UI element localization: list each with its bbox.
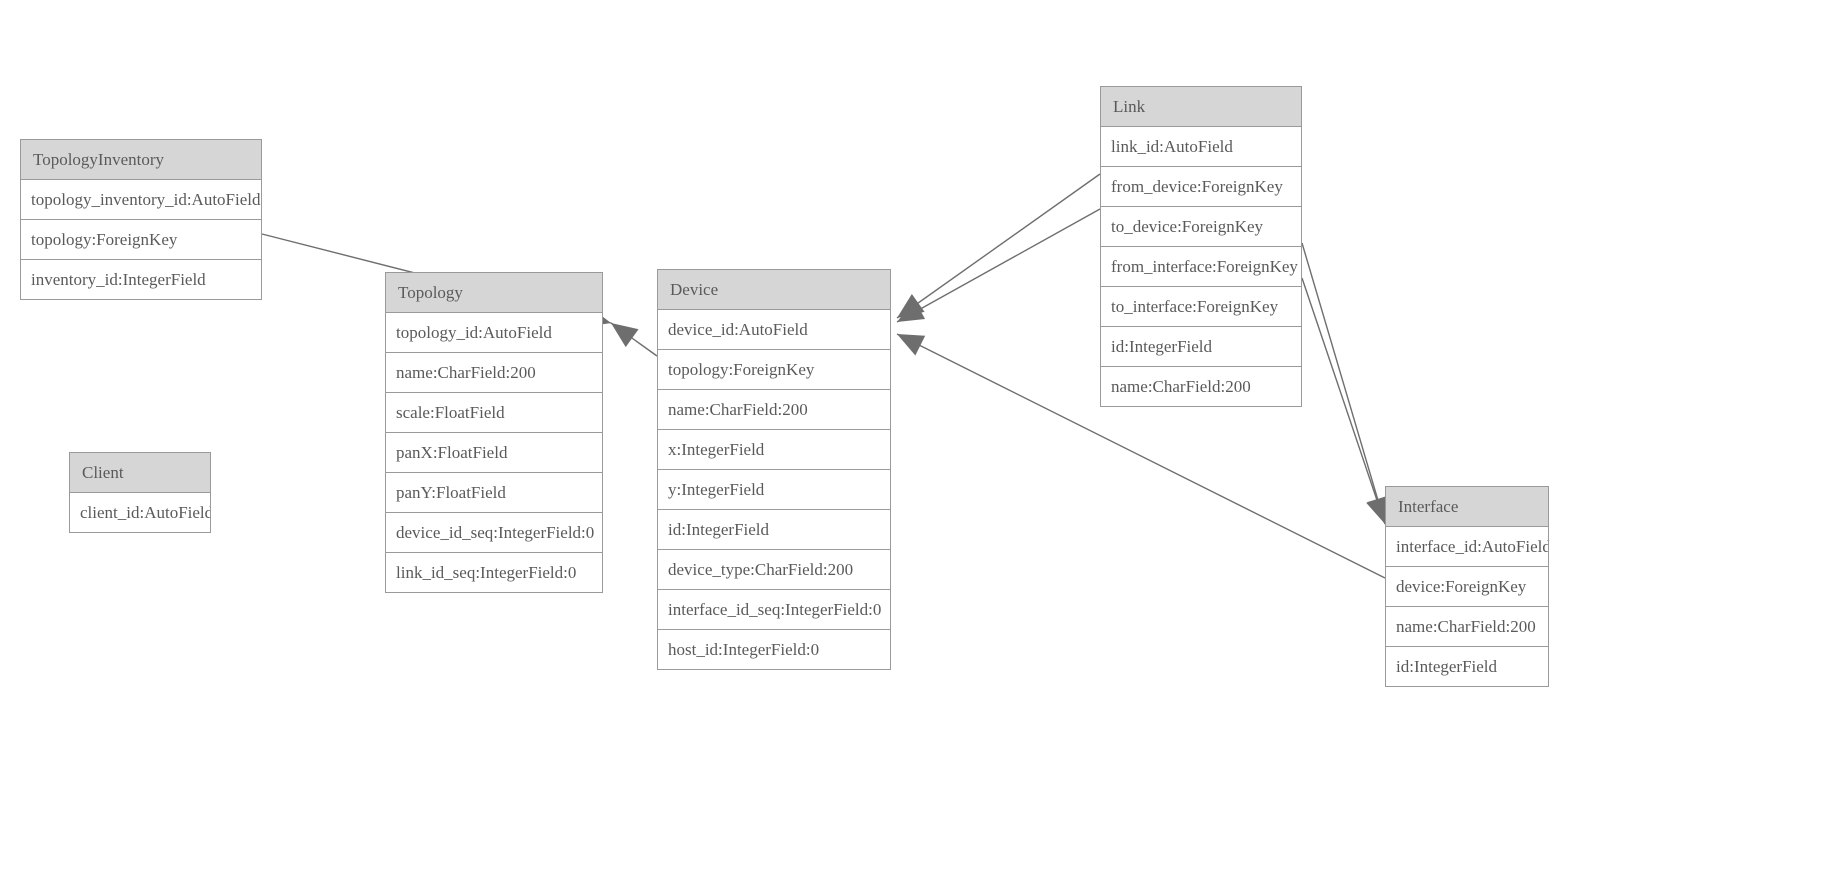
entity-field: interface_id_seq:IntegerField:0 [658,590,890,630]
relationship-arrowhead-link-to_device-to-device [897,299,926,322]
entity-field: id:IntegerField [1386,647,1548,687]
entity-field: device:ForeignKey [1386,567,1548,607]
entity-title-topology: Topology [386,273,602,313]
entity-field: scale:FloatField [386,393,602,433]
entity-field: panY:FloatField [386,473,602,513]
entity-field: host_id:IntegerField:0 [658,630,890,670]
entity-field: name:CharField:200 [658,390,890,430]
relationship-arrowhead-interface-device-to-device [897,334,926,356]
relationship-line-link-from_interface-to-interface [1301,242,1386,525]
entity-field: name:CharField:200 [386,353,602,393]
relationship-arrowhead-link-from_device-to-device [897,293,925,318]
relationship-line-device-to-topology [610,322,658,357]
entity-field: topology_id:AutoField [386,313,602,353]
entity-field: panX:FloatField [386,433,602,473]
entity-field: from_device:ForeignKey [1101,167,1301,207]
relationship-line-link-from_device-to-device [896,173,1101,319]
entity-field: client_id:AutoField [70,493,210,533]
entity-field: device_id:AutoField [658,310,890,350]
entity-title-interface: Interface [1386,487,1548,527]
relationship-arrowhead-link-to_interface-to-interface [1366,495,1388,524]
entity-field: from_interface:ForeignKey [1101,247,1301,287]
entity-title-device: Device [658,270,890,310]
entity-field: link_id:AutoField [1101,127,1301,167]
entity-field: device_id_seq:IntegerField:0 [386,513,602,553]
entity-field: topology_inventory_id:AutoField [21,180,261,220]
entity-field: y:IntegerField [658,470,890,510]
entity-field: device_type:CharField:200 [658,550,890,590]
entity-title-topology_inventory: TopologyInventory [21,140,261,180]
entity-field: to_device:ForeignKey [1101,207,1301,247]
entity-field: id:IntegerField [658,510,890,550]
entity-field: name:CharField:200 [1101,367,1301,407]
entity-field: to_interface:ForeignKey [1101,287,1301,327]
relationship-line-link-to_device-to-device [896,208,1101,323]
entity-field: id:IntegerField [1101,327,1301,367]
entity-title-client: Client [70,453,210,493]
entity-field: name:CharField:200 [1386,607,1548,647]
entity-title-link: Link [1101,87,1301,127]
relationship-line-link-to_interface-to-interface [1301,277,1386,525]
relationship-arrowhead-device-to-topology [611,323,639,348]
entity-field: x:IntegerField [658,430,890,470]
entity-field: link_id_seq:IntegerField:0 [386,553,602,593]
entity-field: inventory_id:IntegerField [21,260,261,300]
entity-field: interface_id:AutoField [1386,527,1548,567]
entity-field: topology:ForeignKey [21,220,261,260]
entity-field: topology:ForeignKey [658,350,890,390]
